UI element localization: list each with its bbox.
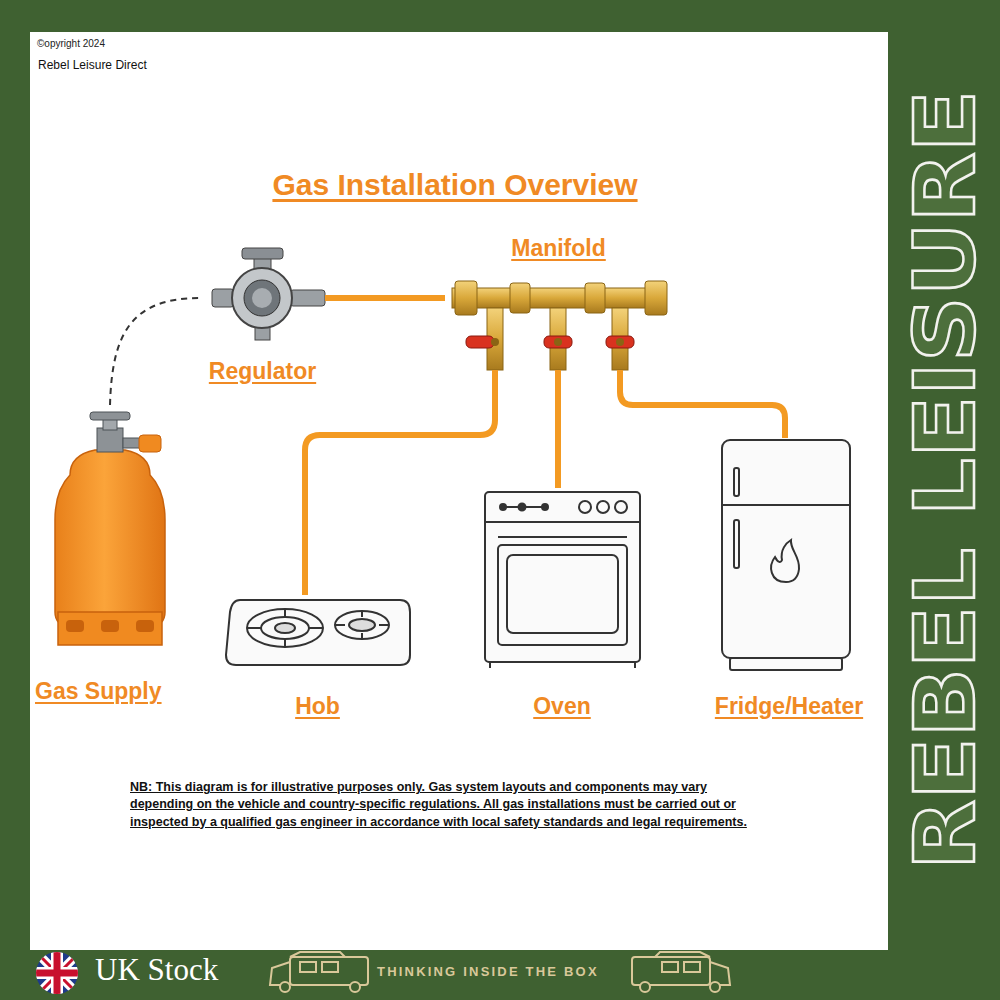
hose-dashed (110, 298, 200, 405)
diagram-title: Gas Installation Overview (272, 168, 637, 202)
component-label: Oven (533, 693, 591, 720)
hob (226, 600, 410, 665)
company-name: Rebel Leisure Direct (38, 58, 147, 72)
campervan-left (270, 952, 368, 992)
white-panel (30, 32, 888, 950)
bottom-bar (0, 950, 1000, 1000)
manifold (452, 281, 667, 370)
gas-pipe (305, 370, 495, 595)
manifold-node: Manifold (445, 235, 672, 370)
fridge-heater-node: Fridge/Heater (700, 438, 878, 720)
fridge-heater (722, 440, 850, 670)
gas-supply-node: Gas Supply (30, 405, 180, 705)
gas-pipe (620, 370, 785, 438)
hob-node: Hob (220, 595, 415, 720)
component-label: Hob (295, 693, 340, 720)
brand-watermark: REBEL LEISURE (896, 90, 994, 870)
tagline: THINKING INSIDE THE BOX (377, 964, 599, 979)
regulator-node: Regulator (200, 240, 325, 385)
uk-flag (30, 946, 86, 1000)
copyright-note: ©opyright 2024 (37, 38, 105, 49)
gas-pipe (325, 295, 445, 301)
oven (485, 492, 640, 668)
component-label: Fridge/Heater (715, 693, 863, 720)
gas-cylinder (55, 412, 165, 645)
component-label: Manifold (511, 235, 606, 262)
component-label: Gas Supply (35, 678, 162, 705)
disclaimer-note: NB: This diagram is for illustrative pur… (130, 779, 770, 831)
stock-badge: UK Stock (95, 952, 218, 988)
gas-pipe (555, 370, 561, 488)
campervan-right (632, 952, 730, 992)
component-label: Regulator (209, 358, 316, 385)
oven-node: Oven (478, 488, 646, 720)
regulator (212, 248, 325, 340)
